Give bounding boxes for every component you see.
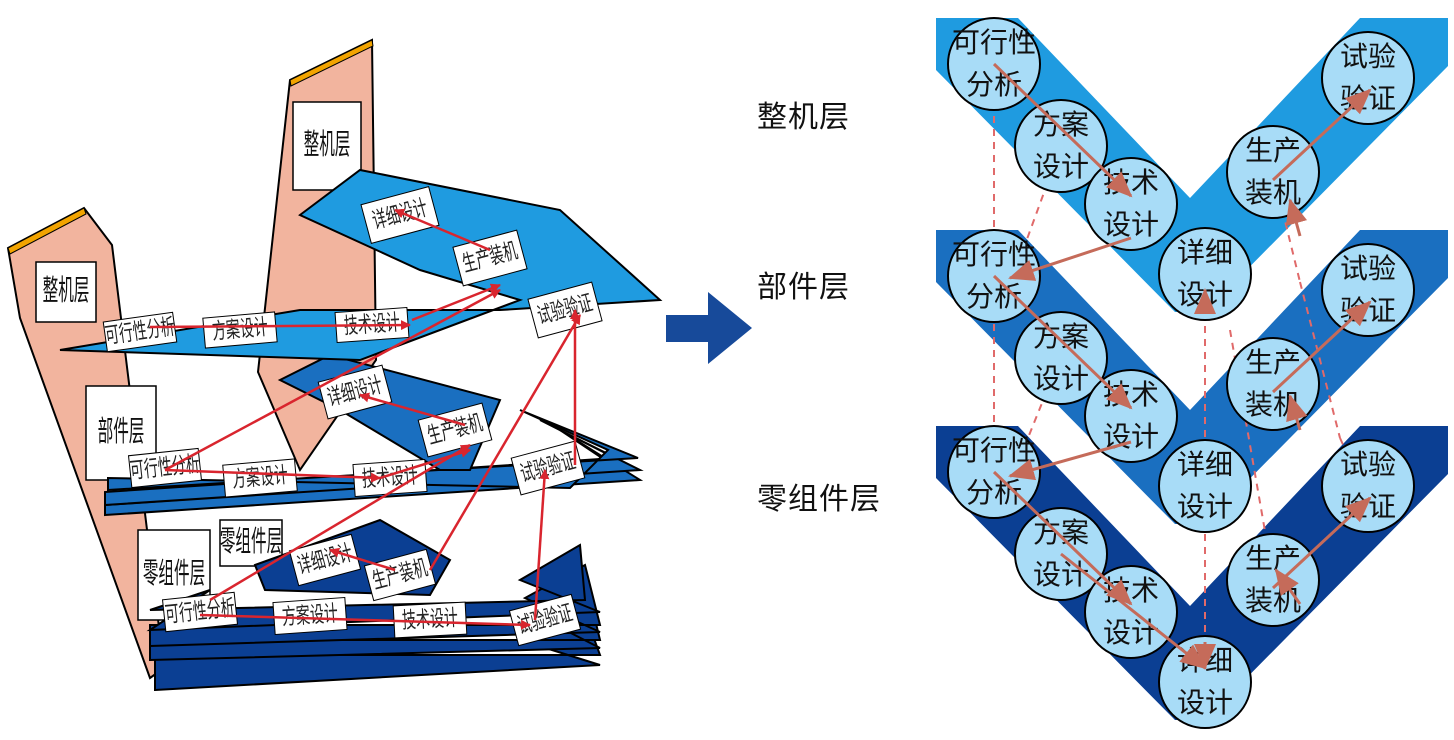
card-bottom-technical-text: 技术设计 — [401, 606, 458, 634]
arrow-top-horizontal — [149, 320, 411, 331]
arrow-bottom-back — [329, 547, 396, 572]
card-mid-scheme-text: 方案设计 — [231, 463, 289, 493]
card-bottom-production: 生产装机 — [363, 548, 437, 602]
wall-board-top-right-text: 整机层 — [304, 128, 351, 162]
card-bottom-test-bg — [508, 593, 582, 647]
tray-top — [59, 168, 663, 362]
card-mid-feasibility-bg — [127, 447, 203, 489]
arrow-prod-1 — [1285, 198, 1308, 237]
v-layer1-node-feasibility-line2: 分析 — [966, 68, 1022, 101]
card-mid-feasibility: 可行性分析 — [127, 447, 203, 489]
card-bottom-scheme-text: 方案设计 — [281, 601, 339, 630]
v-layer2-node-scheme-line1: 方案 — [1033, 320, 1089, 353]
card-top-scheme: 方案设计 — [202, 311, 278, 349]
card-mid-test: 试验验证 — [510, 440, 586, 496]
v-layer1-node-technical-line2: 设计 — [1103, 208, 1159, 241]
v-layer2-node-test-line1: 试验 — [1340, 252, 1396, 285]
wall-board-mid-text: 部件层 — [98, 415, 145, 449]
v-layer2-node-detail-line1: 详细 — [1177, 448, 1233, 481]
v-layer1-arrow-down — [992, 62, 1133, 198]
v-band-2 — [936, 230, 1448, 524]
wall-board-top-left — [35, 261, 97, 323]
center-arrow — [666, 292, 752, 364]
arrow-bottom-horizontal — [199, 613, 531, 630]
arrow-bottom-to-mid — [209, 443, 471, 602]
v-layer2-node-feasibility-line1: 可行性 — [952, 238, 1036, 271]
arrow-top-up1 — [411, 283, 501, 322]
card-mid-test-bg — [510, 440, 586, 496]
layer-label-component: 部件层 — [757, 270, 850, 305]
arrow-prod-3 — [1274, 568, 1302, 605]
v-layer3-node-test-line1: 试验 — [1340, 448, 1396, 481]
dashed-prod-2-3 — [1299, 281, 1341, 439]
v-layer1-node-production — [1226, 125, 1320, 219]
v-layer1-node-scheme-line2: 设计 — [1033, 150, 1089, 183]
tray-bottom-1 — [146, 543, 601, 632]
arrow-bottom-to-top — [428, 314, 582, 571]
layer-label-part: 零组件层 — [757, 482, 881, 517]
wall-board-bottom-right-text: 零组件层 — [220, 525, 282, 559]
v-layer2-node-scheme-line2: 设计 — [1033, 362, 1089, 395]
arrow-mid-to-top — [164, 288, 501, 472]
card-top-production: 生产装机 — [452, 229, 528, 287]
card-bottom-feasibility-bg — [161, 591, 239, 633]
v-layer3-node-feasibility-line1: 可行性 — [952, 434, 1036, 467]
card-bottom-detail: 详细设计 — [288, 533, 362, 587]
v-layer3-node-feasibility-line2: 分析 — [966, 476, 1022, 509]
card-bottom-scheme-bg — [272, 596, 348, 636]
v-layer1-node-scheme-line1: 方案 — [1033, 108, 1089, 141]
card-mid-scheme: 方案设计 — [222, 458, 298, 498]
card-top-test: 试验验证 — [527, 281, 603, 339]
v-layer2-node-detail — [1158, 439, 1252, 533]
arrow-mid-horizontal — [164, 468, 381, 483]
v-layer1-node-feasibility-line1: 可行性 — [952, 26, 1036, 59]
card-bottom-feasibility: 可行性分析 — [161, 591, 239, 633]
v-layer1-node-detail-line1: 详细 — [1177, 236, 1233, 269]
v-layer3-arrow-down — [992, 470, 1133, 606]
arrow-layer1-to-layer2 — [1008, 236, 1132, 281]
v-layer2-node-scheme — [1014, 311, 1108, 405]
wall-board-top-right — [292, 101, 362, 191]
v-layer3-node-scheme-line1: 方案 — [1033, 516, 1089, 549]
wall-top-left — [7, 207, 87, 255]
wall-board-top-left-text: 整机层 — [43, 274, 90, 308]
v-layer3-node-technical-line2: 设计 — [1103, 616, 1159, 649]
v-layer1-node-test-line1: 试验 — [1340, 40, 1396, 73]
left-3d-diagram: 整机层整机层部件层零组件层零组件层可行性分析方案设计技术设计详细设计生产装机试验… — [6, 38, 663, 692]
card-bottom-scheme: 方案设计 — [272, 596, 348, 636]
arrow-layer3-to-bottom — [1060, 552, 1207, 670]
v-layer1-arrow-up — [1271, 88, 1372, 182]
v-layer3-node-detail-line2: 设计 — [1177, 686, 1233, 719]
card-top-scheme-text: 方案设计 — [211, 315, 269, 345]
arrow-top-back — [394, 208, 491, 252]
arrow-prod-2 — [1286, 394, 1308, 431]
v-layer1-node-detail — [1158, 227, 1252, 321]
right-v-diagram: 可行性分析方案设计技术设计详细设计生产装机试验验证可行性分析方案设计技术设计详细… — [936, 17, 1448, 729]
card-bottom-detail-bg — [288, 533, 362, 587]
wall-board-bottom-text: 零组件层 — [143, 557, 205, 591]
layer-label-whole-machine: 整机层 — [757, 100, 850, 135]
v-layer2-node-detail-line2: 设计 — [1177, 490, 1233, 523]
arrow-bottom-test-up — [533, 469, 550, 621]
v-layer3-node-scheme-line2: 设计 — [1033, 558, 1089, 591]
v-layer2-node-feasibility-line2: 分析 — [966, 280, 1022, 313]
v-band-3 — [936, 426, 1448, 720]
v-band-1 — [936, 18, 1448, 312]
v-layer3-node-production-line2: 装机 — [1245, 584, 1301, 617]
v-layer2-arrow-down — [992, 274, 1133, 410]
dashed-scheme-1-2 — [1014, 145, 1062, 273]
card-top-feasibility: 可行性分析 — [102, 311, 178, 353]
v-layer2-arrow-up — [1271, 300, 1372, 394]
v-layer1-node-scheme — [1014, 99, 1108, 193]
wall-top-right — [289, 39, 374, 87]
tray-mid-1 — [107, 409, 639, 492]
arrow-layer2-to-layer3 — [1008, 440, 1132, 481]
v-layer3-node-production — [1226, 533, 1320, 627]
card-top-production-bg — [452, 229, 528, 287]
arrow-mid-back — [359, 392, 466, 427]
big-arrow — [666, 292, 752, 364]
